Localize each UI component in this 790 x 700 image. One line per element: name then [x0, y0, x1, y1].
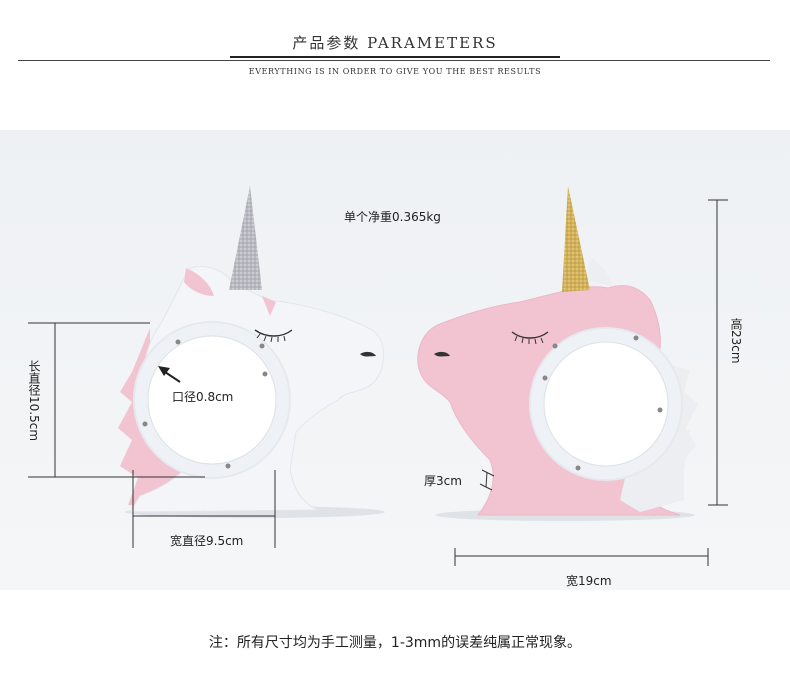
opening-arrow	[158, 366, 181, 383]
right-unicorn-bank	[417, 186, 698, 521]
height-label: 高23cm	[729, 318, 743, 364]
opening-label: 口径0.8cm	[172, 390, 234, 404]
title-underline	[230, 56, 560, 58]
inner-width-dimension	[132, 470, 276, 548]
header-divider	[18, 60, 770, 61]
height-dimension	[708, 199, 728, 506]
inner-length-label: 长直径10.5cm	[27, 360, 41, 442]
inner-length-dimension	[28, 322, 205, 478]
page-subtitle: EVERYTHING IS IN ORDER TO GIVE YOU THE B…	[248, 67, 542, 76]
width-dimension	[454, 548, 709, 566]
page-title: 产品参数 PARAMETERS	[292, 34, 498, 52]
width-label: 宽19cm	[566, 574, 612, 588]
measurement-note: 注：所有尺寸均为手工测量，1-3mm的误差纯属正常现象。	[208, 635, 582, 651]
inner-width-label: 宽直径9.5cm	[170, 534, 244, 548]
thickness-mark	[479, 469, 495, 491]
left-unicorn-bank	[118, 186, 385, 518]
weight-label: 单个净重0.365kg	[344, 210, 441, 224]
thickness-label: 厚3cm	[424, 474, 462, 488]
